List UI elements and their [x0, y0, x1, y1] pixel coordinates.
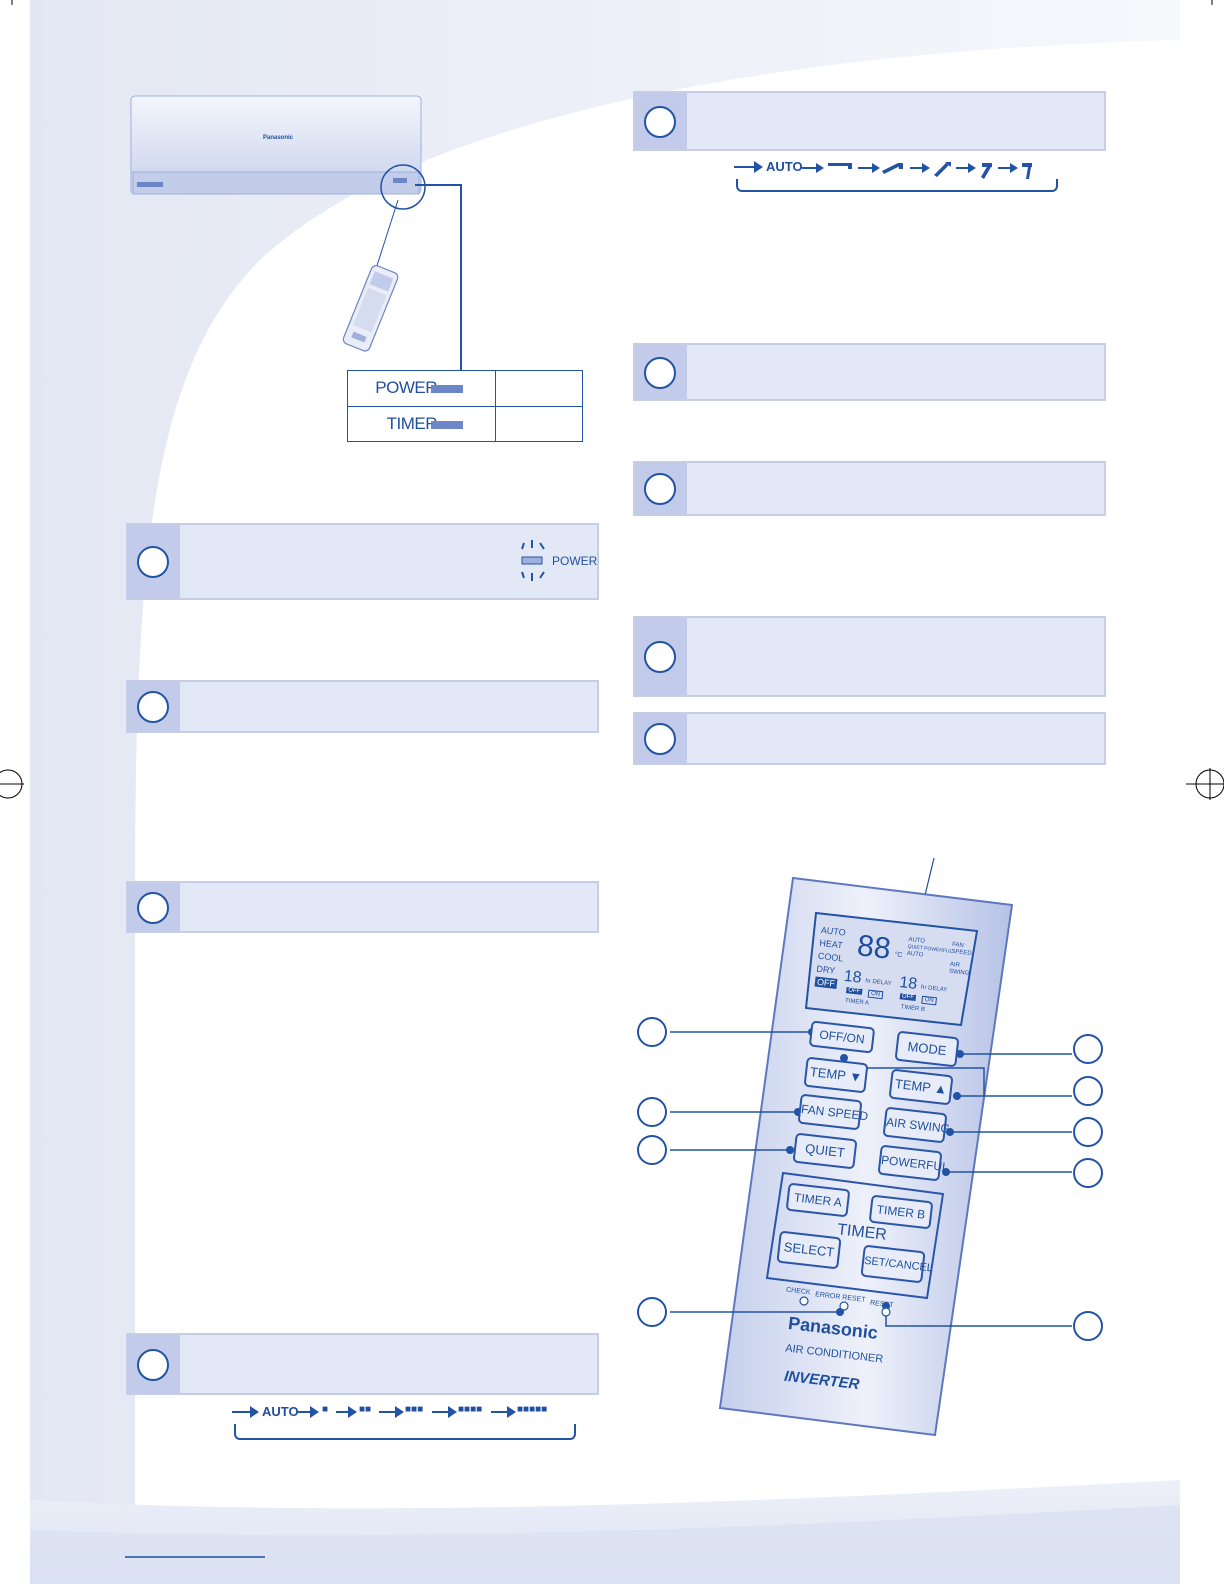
- lcd-mode-cool: COOL: [817, 950, 844, 964]
- power-blink-indicator: POWER: [516, 540, 598, 582]
- power-indicator-label: POWER: [375, 378, 437, 397]
- arrow-right-icon: [298, 1406, 319, 1418]
- indoor-unit-illustration: [130, 95, 422, 195]
- lcd-mode-heat: HEAT: [818, 937, 844, 951]
- section-number-circle: [644, 723, 676, 755]
- section-number-circle: [644, 473, 676, 505]
- lcd-fan-speed-label: FAN SPEED: [950, 941, 972, 958]
- arrow-right-icon: [232, 1406, 259, 1418]
- lcd-timer-a-value: 18: [842, 967, 863, 987]
- swing-position-icons: [802, 162, 1032, 179]
- remote-hand-illustration: [342, 265, 399, 352]
- callout-quiet: [637, 1135, 667, 1165]
- arrow-right-icon: [491, 1406, 516, 1418]
- lcd-timer-b-delay: hr DELAY: [920, 984, 948, 994]
- arrow-right-icon: [734, 161, 763, 173]
- unit-brand-logo: Panasonic: [263, 135, 294, 141]
- indicator-leader-lines: [373, 164, 462, 370]
- timer-indicator-label: TIMER: [386, 414, 438, 433]
- section-number-circle: [137, 691, 169, 723]
- lcd-timer-a-off: OFF: [845, 987, 863, 995]
- remote-lcd: AUTO HEAT COOL DRY OFF 88 °C AUTO QUIET …: [803, 920, 978, 1033]
- lcd-timer-a-delay: hr DELAY: [865, 978, 892, 988]
- lcd-temperature-digits: 88: [855, 929, 893, 966]
- section-left-3: [126, 881, 599, 933]
- indicator-table: POWER TIMER: [347, 370, 583, 442]
- section-right-air-swing: [633, 91, 1106, 151]
- set-cancel-button[interactable]: SET/CANCEL: [860, 1244, 933, 1284]
- fan-speed-level-3: ■■■: [405, 1404, 424, 1415]
- timer-indicator-row: TIMER: [348, 407, 496, 442]
- callout-temp: [1073, 1076, 1103, 1106]
- lcd-timer-b-on: ON: [921, 995, 938, 1006]
- section-left-1: [126, 523, 599, 600]
- fan-speed-level-2: ■■: [359, 1404, 372, 1415]
- section-number-circle: [137, 1349, 169, 1381]
- callout-fan-speed: [637, 1097, 667, 1127]
- lcd-air-swing-label: AIR SWING: [948, 961, 970, 977]
- section-number-circle: [137, 892, 169, 924]
- fan-speed-sequence-bracket: [234, 1412, 576, 1440]
- callout-mode: [1073, 1034, 1103, 1064]
- lcd-mode-auto: AUTO: [820, 924, 847, 938]
- lcd-timer-a-on: ON: [867, 989, 884, 1000]
- timer-led-icon: [431, 421, 463, 429]
- select-button[interactable]: SELECT: [776, 1230, 842, 1270]
- air-swing-auto: AUTO: [766, 159, 803, 174]
- section-number-circle: [137, 546, 169, 578]
- callout-off-on: [637, 1017, 667, 1047]
- remote-control-illustration: [670, 857, 1072, 1437]
- arrow-right-icon: [379, 1406, 404, 1418]
- callout-check: [637, 1297, 667, 1327]
- section-left-fan-speed: [126, 1333, 599, 1395]
- lcd-swing-auto: AUTO: [906, 950, 924, 959]
- power-blink-label: POWER: [552, 554, 598, 568]
- fan-speed-level-5: ■■■■■: [517, 1404, 548, 1415]
- lcd-timer-b-value: 18: [898, 974, 919, 994]
- lcd-temperature-units: °C: [894, 951, 903, 960]
- callout-reset: [1073, 1311, 1103, 1341]
- fan-speed-sequence: AUTO ■ ■■ ■■■ ■■■■ ■■■■■: [232, 1400, 578, 1424]
- air-swing-sequence-bracket: [736, 166, 1058, 192]
- section-number-circle: [644, 357, 676, 389]
- lcd-timer-a-label: TIMER A: [844, 998, 870, 1007]
- section-right-2: [633, 343, 1106, 401]
- section-number-circle: [644, 106, 676, 138]
- arrow-right-icon: [432, 1406, 457, 1418]
- blinking-led-icon: [521, 540, 545, 581]
- power-indicator-row: POWER: [348, 371, 496, 406]
- lcd-timer-b-off: OFF: [899, 993, 917, 1002]
- section-right-3: [633, 461, 1106, 516]
- section-right-4: [633, 616, 1106, 697]
- fan-speed-level-1: ■: [322, 1404, 329, 1415]
- lcd-mode-off: OFF: [814, 976, 838, 989]
- air-swing-sequence: AUTO: [734, 155, 1060, 179]
- fan-speed-level-4: ■■■■: [458, 1404, 483, 1415]
- arrow-right-icon: [336, 1406, 357, 1418]
- callout-powerful: [1073, 1158, 1103, 1188]
- callout-air-swing: [1073, 1117, 1103, 1147]
- power-led-icon: [431, 385, 463, 393]
- section-right-5: [633, 712, 1106, 765]
- section-number-circle: [644, 641, 676, 673]
- section-left-2: [126, 680, 599, 733]
- lcd-mode-dry: DRY: [815, 963, 836, 976]
- lcd-timer-b-label: TIMER B: [900, 1004, 926, 1014]
- fan-speed-auto: AUTO: [262, 1404, 299, 1419]
- table-divider: [348, 406, 582, 407]
